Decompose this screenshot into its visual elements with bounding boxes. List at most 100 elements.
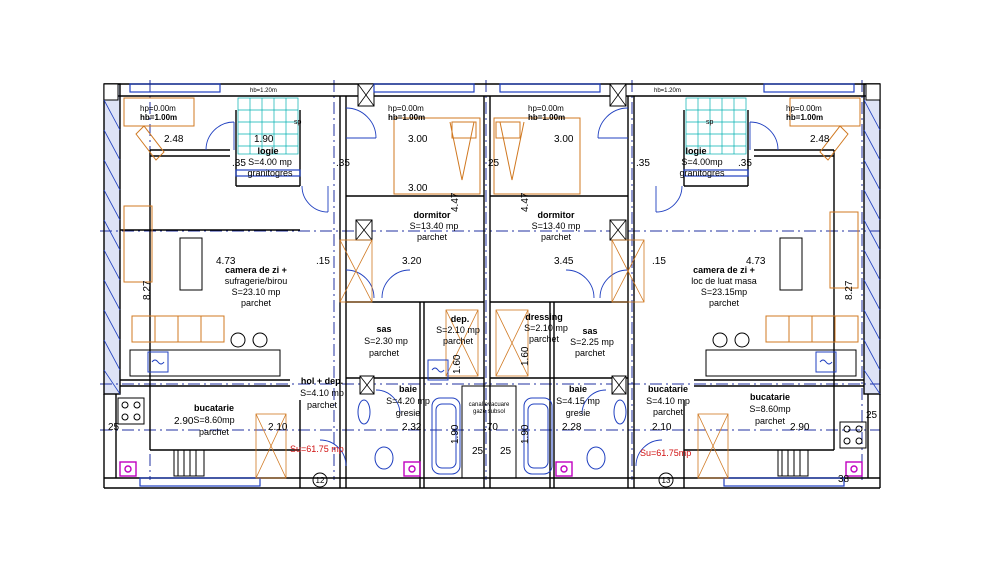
sill-note: hb=1.20m (654, 88, 681, 94)
room-finish-logia: granitogres (247, 168, 293, 178)
unit-13-number: 13 (662, 476, 671, 485)
room-name-storage: dressing (525, 312, 563, 322)
sofa-side-unit-12 (123, 205, 153, 283)
column (103, 83, 119, 101)
dimension: 4.47 (450, 192, 461, 212)
stove-unit-13 (839, 421, 867, 449)
room-finish-bath: gresie (566, 408, 591, 418)
room-area-storage: S=2.10 mp (436, 325, 480, 335)
dimension: 2.48 (810, 134, 830, 145)
room-area-bath: S=4.15 mp (556, 396, 600, 406)
unit-12-labels: hp=0.00m hb=1.00m hp=0.00m hb=1.00m hb=1… (140, 88, 480, 454)
room-finish-kitchen: parchet (755, 416, 786, 426)
dimension: .15 (316, 256, 330, 267)
room-area-bath: S=4.20 mp (386, 396, 430, 406)
sink-unit-13 (613, 399, 627, 425)
room-area-bedroom: S=13.40 mp (532, 221, 581, 231)
dimension: 2.90 (790, 422, 810, 433)
shaft-label: gaze subsol (473, 409, 505, 415)
dimension: 1.90 (254, 134, 274, 145)
dimension: .35 (336, 158, 350, 169)
wall-hatching (103, 99, 881, 395)
room-name-logia: logie (685, 146, 706, 156)
dimension: 8.27 (142, 280, 153, 300)
dimension: .35 (232, 158, 246, 169)
dimension: 2.10 (268, 422, 288, 433)
room-finish-bedroom: parchet (541, 232, 572, 242)
room-area-living: S=23.15mp (701, 287, 747, 297)
tables (129, 237, 857, 377)
unit-total-area: Su=61.75 mp (290, 444, 344, 454)
room-name-bath: baie (569, 384, 587, 394)
room-area-kitchen: S=8.60mp (193, 415, 234, 425)
room-finish-logia: granitogres (679, 168, 725, 178)
room-finish-living: parchet (709, 298, 740, 308)
logia-tiles-unit-12 (237, 97, 299, 155)
furniture (123, 97, 861, 343)
windows (129, 83, 855, 487)
dimension: 25 (500, 446, 512, 457)
room-finish-kitchen: parchet (199, 427, 230, 437)
window-note-hb: hb=1.00m (786, 113, 823, 122)
window-note-hp: hp=0.00m (388, 104, 424, 113)
window-note-hp: hp=0.00m (786, 104, 822, 113)
room-finish-living: parchet (241, 298, 272, 308)
sink-unit-12 (357, 399, 371, 425)
unit-total-area: Su=61.75mp (640, 448, 691, 458)
unit-12-marker (312, 472, 328, 488)
dimension: 1.60 (452, 354, 463, 374)
dimension: 3.00 (408, 134, 428, 145)
room-area-lobby: S=2.30 mp (364, 336, 408, 346)
room-name-bath: baie (399, 384, 417, 394)
room-name-hall: hol + dep. (301, 376, 343, 386)
toilet-unit-12 (374, 446, 394, 470)
room-name-bedroom: dormitor (538, 210, 575, 220)
room-name-kitchen: bucatarie (194, 403, 234, 413)
dimension: 2.48 (164, 134, 184, 145)
heaters (147, 351, 837, 381)
sill-note: hb=1.20m (250, 88, 277, 94)
dimension: 4.73 (746, 256, 766, 267)
dimension: 1.60 (520, 346, 531, 366)
dimension: 25 (866, 410, 878, 421)
dimension: 25 (108, 422, 120, 433)
room-name-living: camera de zi + (225, 265, 287, 275)
logia-tiles-unit-13 (685, 97, 747, 155)
dimension: 1.90 (520, 424, 531, 444)
room-area-hall: S=4.10 mp (300, 388, 344, 398)
room-name-lobby: sas (582, 326, 597, 336)
dimension: 3.00 (408, 183, 428, 194)
dimension: 1.90 (450, 424, 461, 444)
room-name-storage: dep. (451, 314, 470, 324)
columns (103, 83, 881, 395)
room-area-logia: S=4.00mp (681, 157, 722, 167)
room-area-bedroom: S=13.40 mp (410, 221, 459, 231)
dimension: 2.32 (402, 422, 422, 433)
room-name-hall: bucatarie (648, 384, 688, 394)
unit-13-marker (658, 472, 674, 488)
window-note-hb: hb=1.00m (388, 113, 425, 122)
dimension: 4.73 (216, 256, 236, 267)
room-use-living: sufragerie/birou (225, 276, 288, 286)
doors (205, 107, 779, 467)
unit-13-labels: hp=0.00m hb=1.00m hp=0.00m hb=1.00m hb=1… (524, 88, 823, 458)
walls (103, 83, 881, 489)
room-name-logia: logie (257, 146, 278, 156)
dimension: 3.00 (554, 134, 574, 145)
window-note-hp: hp=0.00m (140, 104, 176, 113)
dimensions: 2.48 2.48 1.90 3.00 3.00 3.00 .35 .35 .3… (108, 134, 878, 485)
dimension: .70 (484, 422, 498, 433)
room-finish-bath: gresie (396, 408, 421, 418)
drain-label: sp (706, 119, 714, 126)
coffee-table-unit-12 (179, 237, 203, 291)
dimension: 25 (488, 158, 500, 169)
dimension: .15 (652, 256, 666, 267)
dimension: 2.28 (562, 422, 582, 433)
dimension: 38 (838, 474, 850, 485)
dimension: 4.47 (520, 192, 531, 212)
coffee-table-unit-13 (779, 237, 803, 291)
bathtub-unit-13 (523, 397, 553, 475)
room-area-storage: S=2.10 mp (524, 323, 568, 333)
room-area-living: S=23.10 mp (232, 287, 281, 297)
room-use-living: loc de luat masa (691, 276, 757, 286)
